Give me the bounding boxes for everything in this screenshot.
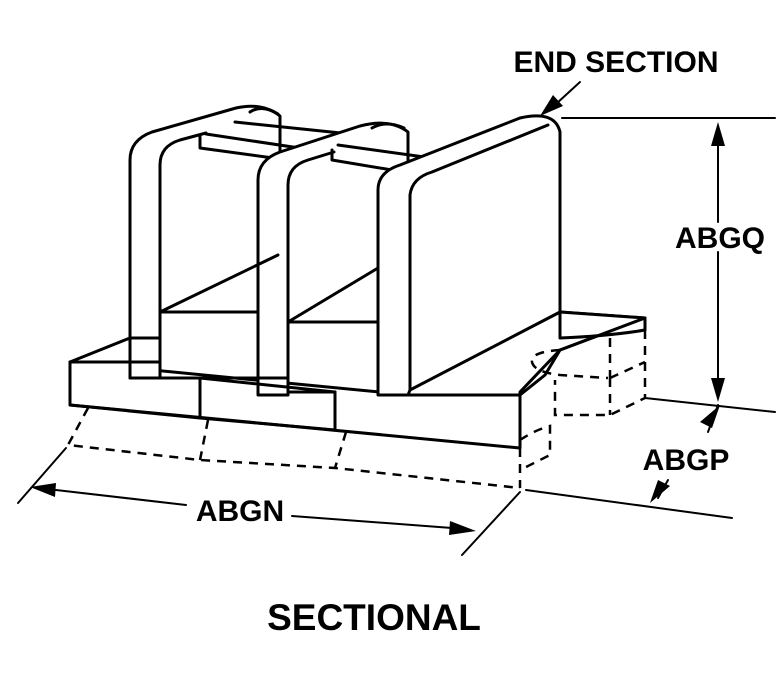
height-arrow-top-icon <box>711 122 725 146</box>
end-section-arrow-icon <box>540 95 563 116</box>
dimension-label-abgn: ABGN <box>196 495 284 528</box>
length-arrow-left-icon <box>30 483 56 497</box>
depth-arrow-bottom-icon <box>650 480 670 503</box>
dimension-depth: ABGP <box>525 404 733 519</box>
length-arrow-right-icon <box>449 521 476 535</box>
dimension-length: ABGN <box>17 447 521 556</box>
drawing-caption: SECTIONAL <box>267 597 481 638</box>
middle-barrier <box>256 121 410 380</box>
end-section-callout: END SECTION <box>513 46 719 116</box>
end-section-barrier <box>376 114 562 397</box>
end-section-label: END SECTION <box>513 46 718 79</box>
dimension-height: ABGQ <box>561 117 776 413</box>
back-barrier <box>128 104 282 364</box>
hidden-lines <box>66 330 647 490</box>
height-arrow-bottom-icon <box>711 378 725 402</box>
depth-arrow-top-icon <box>700 405 720 428</box>
dimension-label-abgq: ABGQ <box>675 222 765 255</box>
dimension-label-abgp: ABGP <box>643 444 730 477</box>
